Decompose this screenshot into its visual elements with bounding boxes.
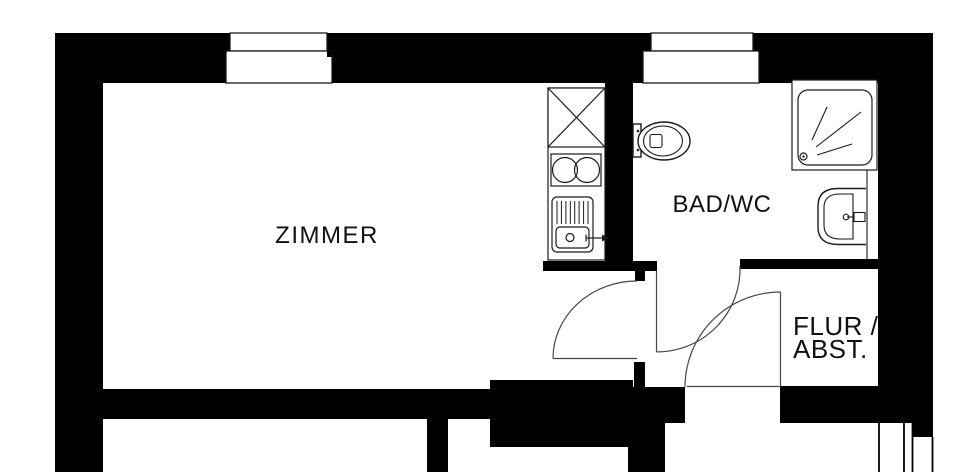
wall-column-lower-left	[427, 419, 448, 472]
bath-window	[642, 32, 760, 84]
wall-zimmer-bottom	[103, 389, 490, 419]
basin-faucet-icon	[842, 211, 866, 223]
sink-basin	[555, 226, 590, 249]
washbasin-inner	[823, 193, 854, 240]
hotplates-icon	[550, 153, 602, 187]
shower-outer	[791, 79, 878, 171]
toilet-bowl-inner	[642, 125, 684, 157]
zimmer-label: ZIMMER	[275, 222, 379, 249]
toilet-bowl-outer	[637, 121, 691, 161]
doors	[552, 265, 782, 388]
washbasin-outer	[817, 187, 866, 246]
bath-window-sill	[642, 50, 760, 84]
zimmer-window-post	[327, 51, 332, 57]
bad-wc-label: BAD/WC	[672, 191, 772, 218]
toilet-flush	[649, 133, 663, 149]
kitchen-faucet-icon	[585, 234, 609, 242]
shower-icon	[791, 79, 878, 171]
zimmer-window-sill	[225, 50, 333, 84]
sink-drain	[565, 232, 575, 243]
wall-left	[55, 83, 103, 472]
wall-flur-bottom	[780, 386, 878, 423]
wall-door-post-top	[635, 271, 645, 281]
windows	[225, 32, 760, 84]
wall-kitchen-niche-stub	[543, 261, 657, 271]
flur-label-line1: FLUR /	[793, 311, 879, 341]
shower-tray	[797, 89, 873, 166]
walls	[55, 33, 933, 472]
lower-right-door	[878, 423, 934, 472]
wall-bath-bottom	[740, 259, 878, 269]
wall-column-lower-mid	[628, 423, 665, 472]
wall-right	[878, 83, 933, 423]
flur-label-line2: ABST.	[793, 334, 868, 364]
kitchen-unit	[547, 87, 609, 261]
toilet-icon	[632, 121, 691, 161]
wall-zimmer-bath-divider	[605, 83, 633, 262]
wall-right-stub	[912, 423, 933, 437]
wall-door-post-bottom	[634, 362, 645, 387]
zimmer-window	[225, 32, 333, 84]
wall-top	[55, 33, 933, 83]
shower-head	[799, 152, 808, 161]
shower-spray-lines	[811, 106, 862, 156]
zimmer-window-outer	[229, 32, 328, 52]
zimmer-door-swing	[552, 280, 638, 360]
wall-block-hall	[633, 387, 685, 423]
wall-block-center	[490, 380, 633, 447]
entrance-door-swing	[684, 291, 782, 388]
bath-door-swing	[655, 265, 741, 353]
washbasin-icon	[817, 170, 868, 259]
kitchen-sink-icon	[551, 196, 609, 253]
bath-window-outer	[650, 32, 754, 52]
stove-icon	[547, 87, 606, 148]
drainboard-lines	[556, 201, 589, 224]
